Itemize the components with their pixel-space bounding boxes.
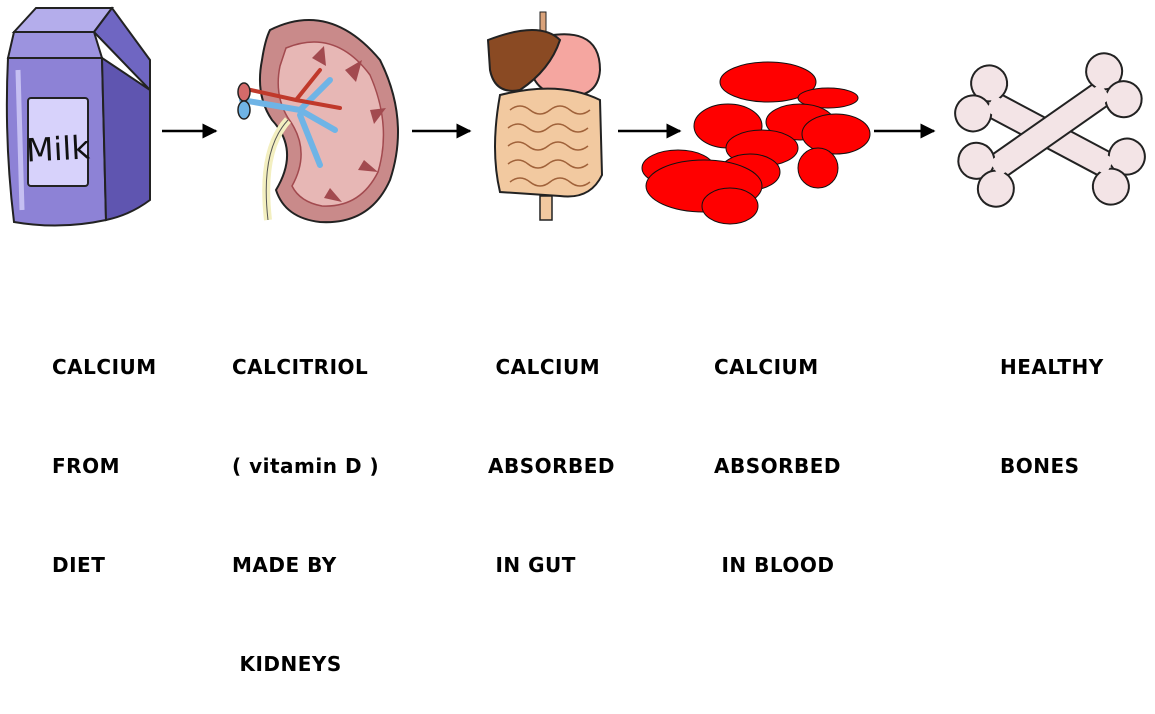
label-line: ABSORBED (488, 450, 615, 483)
label-line: FROM (52, 450, 157, 483)
step-label-gut: CALCIUM ABSORBED IN GUT (488, 285, 615, 615)
label-line: ( vitamin D ) (232, 450, 379, 483)
label-line: CALCIUM (52, 351, 157, 384)
label-line: KIDNEYS (232, 648, 379, 681)
step-label-bones: HEALTHY BONES (1000, 285, 1104, 516)
label-line: CALCITRIOL (232, 351, 379, 384)
carton-text: Milk (25, 128, 91, 169)
red-blood-cells-icon (642, 62, 870, 224)
label-line: CALCIUM (714, 351, 841, 384)
label-line: ABSORBED (714, 450, 841, 483)
digestive-system-icon (488, 12, 602, 220)
step-label-blood: CALCIUM ABSORBED IN BLOOD (714, 285, 841, 615)
blood-cell (798, 148, 838, 188)
label-line: HEALTHY (1000, 351, 1104, 384)
label-line: DIET (52, 549, 157, 582)
step-label-kidneys: CALCITRIOL ( vitamin D ) MADE BY KIDNEYS (232, 285, 379, 714)
label-line: IN BLOOD (714, 549, 841, 582)
label-line: IN GUT (488, 549, 615, 582)
step-label-diet: CALCIUM FROM DIET (52, 285, 157, 615)
label-line: BONES (1000, 450, 1104, 483)
bones-icon (949, 46, 1151, 213)
kidney-icon (238, 20, 398, 222)
blood-cell (702, 188, 758, 224)
label-line: CALCIUM (488, 351, 615, 384)
label-line: MADE BY (232, 549, 379, 582)
milk-carton-icon: Milk (7, 8, 150, 226)
blood-cell (802, 114, 870, 154)
